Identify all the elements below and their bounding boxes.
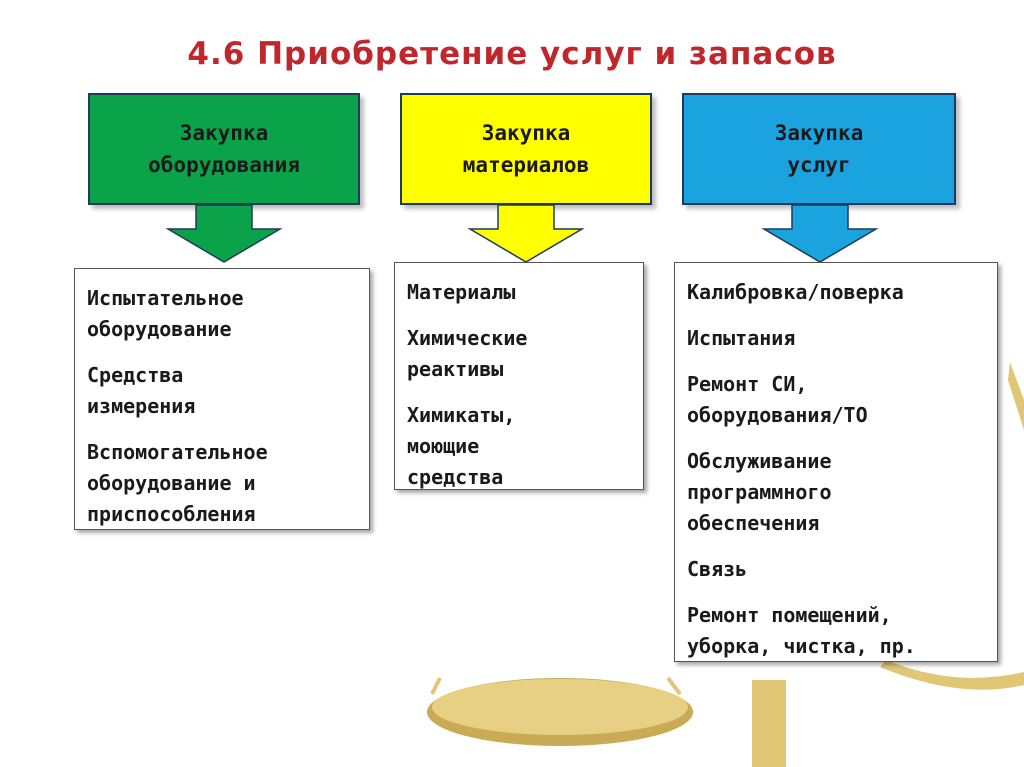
list-item: Связь xyxy=(687,557,748,581)
arrow-down-icon xyxy=(761,205,879,263)
list-item: Испытательное оборудование xyxy=(87,286,244,341)
header-materials: Закупка материалов xyxy=(400,93,652,205)
list-item: Испытания xyxy=(687,326,796,350)
scale-chain-right xyxy=(666,676,682,696)
list-item: Ремонт помещений, уборка, чистка, пр. xyxy=(687,603,916,658)
list-item: Химические реактивы xyxy=(407,326,528,381)
scale-right-pan xyxy=(880,660,1024,690)
scale-chain-left xyxy=(430,677,442,695)
list-item: Средства измерения xyxy=(87,363,196,418)
header-equipment-line2: оборудования xyxy=(148,153,300,177)
page-title: 4.6 Приобретение услуг и запасов xyxy=(187,36,837,72)
list-materials: Материалы Химические реактивы Химикаты, … xyxy=(394,262,644,490)
list-services: Калибровка/поверка Испытания Ремонт СИ, … xyxy=(674,262,998,662)
list-item: Обслуживание программного обеспечения xyxy=(687,449,832,535)
scale-rod xyxy=(1008,362,1024,430)
header-materials-line2: материалов xyxy=(462,153,590,177)
list-item: Химикаты, моющие средства xyxy=(407,403,516,489)
header-services: Закупка услуг xyxy=(682,93,956,205)
list-item: Ремонт СИ, оборудования/ТО xyxy=(687,372,868,427)
list-item: Вспомогательное оборудование и приспособ… xyxy=(87,440,268,526)
arrow-down-icon xyxy=(467,205,585,263)
list-item: Калибровка/поверка xyxy=(687,280,904,304)
header-equipment: Закупка оборудования xyxy=(88,93,360,205)
header-materials-line1: Закупка xyxy=(481,121,571,145)
scale-pillar xyxy=(752,680,786,767)
header-services-line2: услуг xyxy=(787,153,851,177)
list-item: Материалы xyxy=(407,280,516,304)
header-equipment-line1: Закупка xyxy=(179,121,269,145)
arrow-down-icon xyxy=(165,205,283,263)
list-equipment: Испытательное оборудование Средства изме… xyxy=(74,268,370,530)
header-services-line1: Закупка xyxy=(774,121,864,145)
scale-left-pan xyxy=(432,679,688,735)
